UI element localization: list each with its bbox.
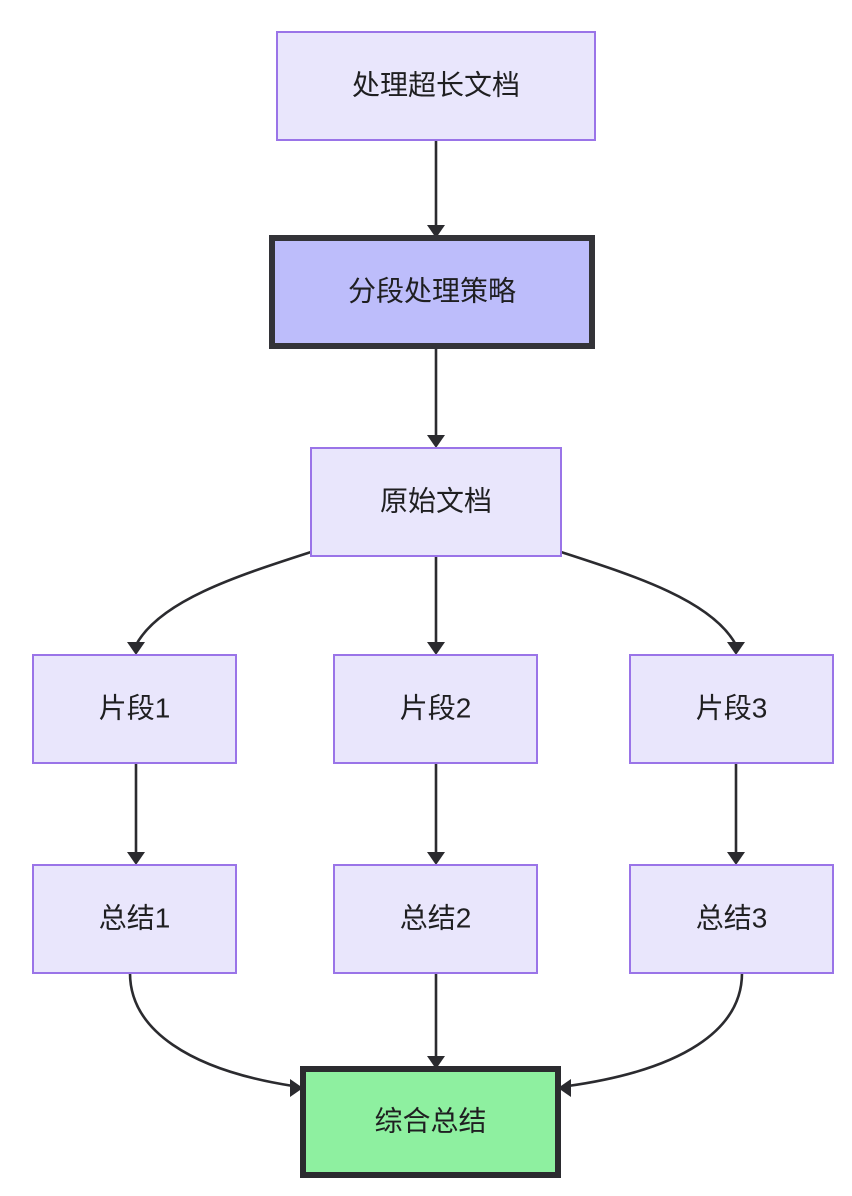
arrowhead-icon — [727, 642, 745, 655]
node-label: 总结2 — [400, 902, 472, 933]
node-doc[interactable]: 处理超长文档 — [276, 31, 596, 141]
arrowhead-icon — [290, 1079, 303, 1097]
node-box[interactable] — [276, 31, 596, 141]
arrowhead-icon — [427, 852, 445, 865]
node-label: 片段3 — [696, 692, 768, 723]
node-box[interactable] — [300, 1066, 561, 1178]
edge-sum2-to-final — [427, 971, 445, 1069]
edge-chunk2-to-sum2 — [427, 761, 445, 865]
node-box[interactable] — [629, 864, 834, 974]
arrowhead-icon — [427, 435, 445, 448]
arrowhead-icon — [127, 642, 145, 655]
node-label: 原始文档 — [380, 485, 492, 516]
node-box[interactable] — [629, 654, 834, 764]
node-label: 片段2 — [400, 692, 472, 723]
edge-line — [559, 550, 738, 647]
node-box[interactable] — [32, 654, 237, 764]
node-label: 总结3 — [696, 902, 768, 933]
node-box[interactable] — [32, 864, 237, 974]
edge-chunk1-to-sum1 — [127, 761, 145, 865]
edge-sum3-to-final — [558, 971, 744, 1097]
edge-line — [134, 550, 313, 647]
edges-layer — [127, 138, 745, 1097]
arrowhead-icon — [427, 1056, 445, 1069]
node-sum2[interactable]: 总结2 — [333, 864, 538, 974]
node-sum3[interactable]: 总结3 — [629, 864, 834, 974]
node-chunk2[interactable]: 片段2 — [333, 654, 538, 764]
edge-strategy-to-source — [427, 344, 445, 448]
node-label: 总结1 — [99, 902, 171, 933]
arrowhead-icon — [727, 852, 745, 865]
arrowhead-icon — [427, 642, 445, 655]
node-chunk1[interactable]: 片段1 — [32, 654, 237, 764]
edge-source-to-chunk3 — [559, 550, 745, 655]
node-label: 片段1 — [99, 692, 171, 723]
node-source[interactable]: 原始文档 — [310, 447, 562, 557]
edge-doc-to-strategy — [427, 138, 445, 238]
node-box[interactable] — [333, 654, 538, 764]
edge-chunk3-to-sum3 — [727, 761, 745, 865]
node-final[interactable]: 综合总结 — [300, 1066, 561, 1178]
edge-source-to-chunk2 — [427, 554, 445, 655]
arrowhead-icon — [558, 1079, 571, 1097]
arrowhead-icon — [127, 852, 145, 865]
node-label: 分段处理策略 — [348, 275, 516, 306]
edge-line — [128, 971, 295, 1088]
edge-line — [566, 971, 744, 1088]
node-sum1[interactable]: 总结1 — [32, 864, 237, 974]
node-box[interactable] — [333, 864, 538, 974]
node-strategy[interactable]: 分段处理策略 — [269, 235, 595, 349]
edge-source-to-chunk1 — [127, 550, 313, 655]
arrowhead-icon — [427, 225, 445, 238]
node-chunk3[interactable]: 片段3 — [629, 654, 834, 764]
node-label: 处理超长文档 — [352, 69, 520, 100]
node-box[interactable] — [310, 447, 562, 557]
edge-sum1-to-final — [128, 971, 303, 1097]
node-label: 综合总结 — [374, 1105, 486, 1136]
node-box[interactable] — [269, 235, 595, 349]
